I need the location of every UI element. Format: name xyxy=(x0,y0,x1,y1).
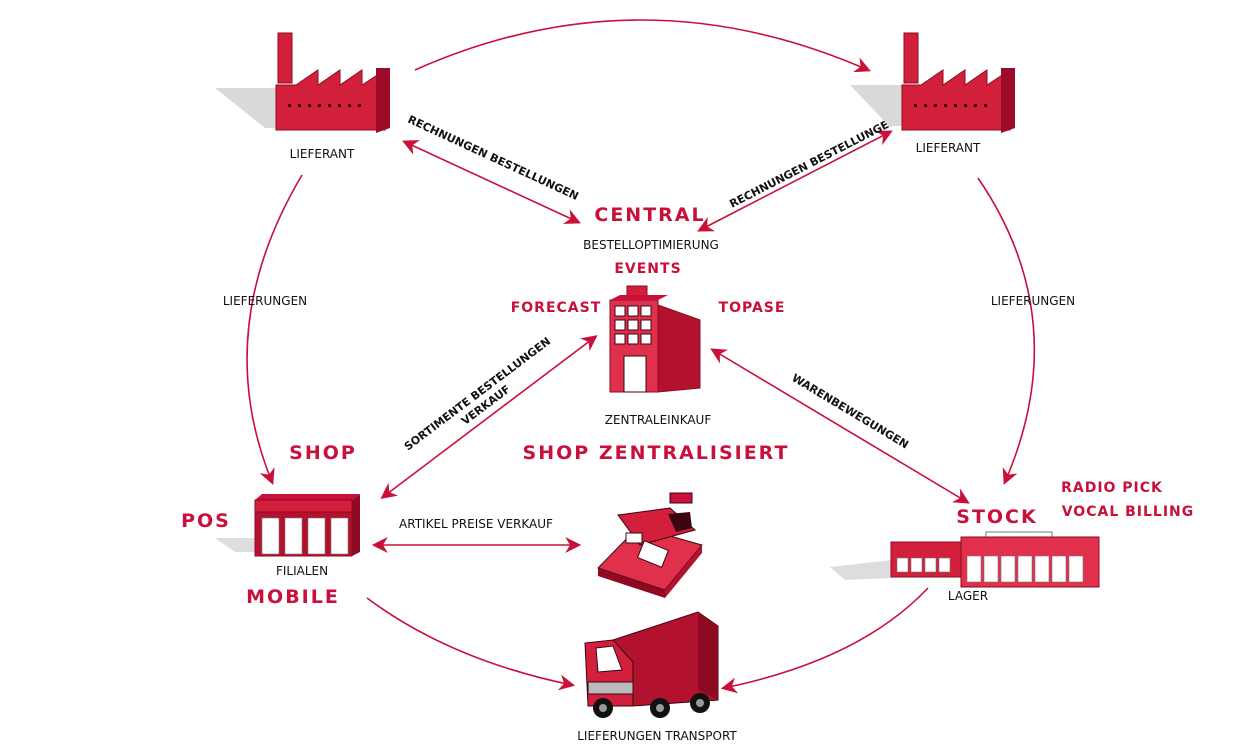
edge-label-assortment-line1: SORTIMENTE BESTELLUNGEN xyxy=(402,335,553,454)
module-forecast: FORECAST xyxy=(511,300,602,316)
left-deliveries-arrow xyxy=(246,174,303,485)
central-warehouse-arrow xyxy=(710,348,970,504)
warehouse-transport-arrow xyxy=(720,587,929,694)
edge-label-goods-movements: WARENBEWEGUNGEN xyxy=(789,371,910,451)
module-shop-centralized: SHOP ZENTRALISIERT xyxy=(523,442,790,464)
branches-store-icon xyxy=(215,494,360,557)
branches-transport-arrow xyxy=(366,597,576,691)
edge-label-deliveries-left: LIEFERUNGEN xyxy=(223,294,307,308)
central-purchasing-label: ZENTRALEINKAUF xyxy=(605,413,712,427)
edge-label-invoices-orders-right: RECHNUNGEN BESTELLUNGEN xyxy=(727,114,899,211)
module-vocal-billing: VOCAL BILLING xyxy=(1062,504,1195,520)
left-supplier-central-arrow xyxy=(402,140,581,224)
warehouse-label: LAGER xyxy=(948,589,988,603)
module-central: CENTRAL xyxy=(594,204,705,226)
edge-label-article-prices: ARTIKEL PREISE VERKAUF xyxy=(399,517,553,531)
order-optimization-label: BESTELLOPTIMIERUNG xyxy=(583,238,719,252)
module-events: EVENTS xyxy=(614,261,681,277)
module-topase: TOPASE xyxy=(719,300,786,316)
module-radio-pick: RADIO PICK xyxy=(1061,480,1163,496)
warehouse-building-icon xyxy=(830,531,1100,588)
transport-label: LIEFERUNGEN TRANSPORT xyxy=(577,729,737,743)
cash-register-icon xyxy=(597,492,703,598)
branches-label: FILIALEN xyxy=(276,564,328,578)
edge-label-deliveries-right: LIEFERUNGEN xyxy=(991,294,1075,308)
central-branches-arrow xyxy=(380,335,598,499)
supplier-left-label: LIEFERANT xyxy=(290,147,355,161)
right-supplier-central-arrow xyxy=(697,130,893,232)
central-purchasing-building-icon xyxy=(609,285,701,393)
module-stock: STOCK xyxy=(956,506,1037,528)
module-pos: POS xyxy=(181,510,231,532)
supplier-right-label: LIEFERANT xyxy=(916,141,981,155)
module-shop: SHOP xyxy=(289,442,357,464)
delivery-truck-icon xyxy=(584,611,719,718)
supplier-to-supplier-arrow xyxy=(414,19,871,73)
supplier-left-factory-icon xyxy=(215,32,390,133)
supplier-right-factory-icon xyxy=(850,32,1015,133)
right-deliveries-arrow xyxy=(977,177,1036,485)
edge-label-invoices-orders-left: RECHNUNGEN BESTELLUNGEN xyxy=(406,113,581,203)
module-mobile: MOBILE xyxy=(246,586,340,608)
